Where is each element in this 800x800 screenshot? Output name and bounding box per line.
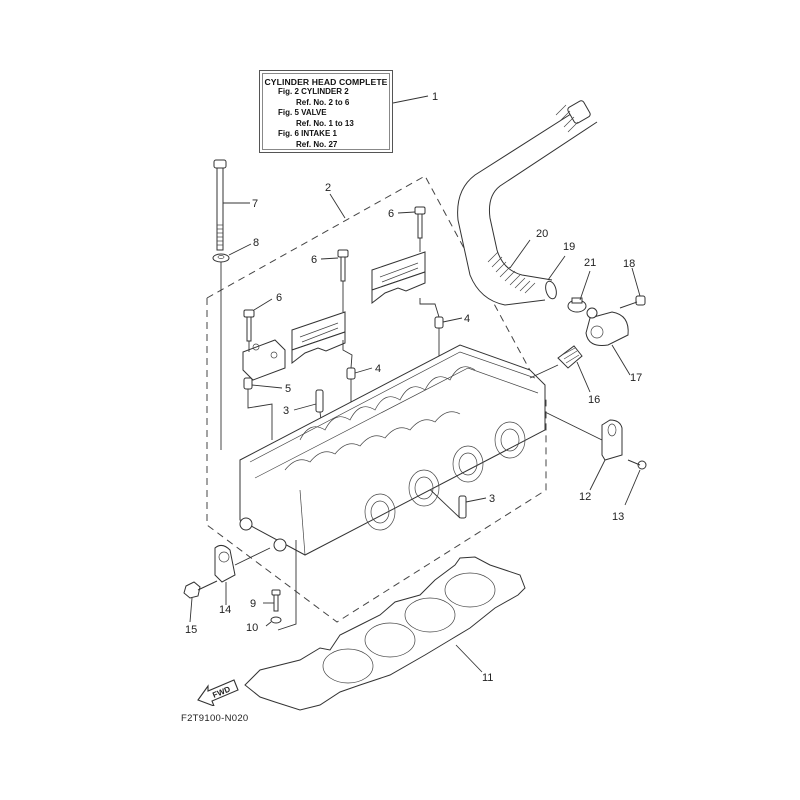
- info-line: Fig. 2 CYLINDER 2: [278, 87, 349, 96]
- washer-10[interactable]: [265, 540, 297, 631]
- thermostat-cover-17[interactable]: [585, 307, 631, 376]
- ref-15: 15: [185, 624, 197, 636]
- bearing-cap-2[interactable]: [291, 311, 346, 365]
- hose-protector-20[interactable]: [487, 104, 579, 294]
- ref-1: 1: [432, 91, 438, 103]
- ref-4a: 4: [464, 313, 470, 325]
- washer-8[interactable]: [212, 243, 252, 450]
- bracket-14[interactable]: [214, 544, 271, 605]
- ref-6b: 6: [311, 254, 317, 266]
- info-line: Fig. 5 VALVE: [278, 108, 327, 117]
- ref-14: 14: [219, 604, 231, 616]
- leader-1: [392, 95, 429, 104]
- ref-3b: 3: [489, 493, 495, 505]
- bearing-cap-1[interactable]: [371, 251, 426, 305]
- info-box: CYLINDER HEAD COMPLETE Fig. 2 CYLINDER 2…: [259, 70, 393, 153]
- ref-3a: 3: [283, 405, 289, 417]
- ref-17: 17: [630, 372, 642, 384]
- dowel-pin-5[interactable]: [243, 377, 283, 440]
- ref-5: 5: [285, 383, 291, 395]
- cylinder-head[interactable]: [239, 344, 546, 556]
- figure-code: F2T9100-N020: [181, 713, 249, 724]
- hose-19[interactable]: [457, 100, 598, 306]
- thermostat-16[interactable]: [529, 345, 591, 393]
- ref-6a: 6: [388, 208, 394, 220]
- dowel-pin-4a[interactable]: [419, 298, 463, 360]
- ref-6c: 6: [276, 292, 282, 304]
- bearing-cap-3[interactable]: [242, 339, 286, 381]
- ref-20: 20: [536, 228, 548, 240]
- ref-18: 18: [623, 258, 635, 270]
- info-box-title: CYLINDER HEAD COMPLETE: [264, 77, 388, 87]
- ref-7: 7: [252, 198, 258, 210]
- ref-10: 10: [246, 622, 258, 634]
- cap-bolt-6b[interactable]: [320, 249, 349, 312]
- ref-12: 12: [579, 491, 591, 503]
- ref-2: 2: [325, 182, 331, 194]
- info-line: Fig. 6 INTAKE 1: [278, 129, 337, 138]
- dowel-pin-4b[interactable]: [342, 340, 373, 410]
- ref-11: 11: [482, 672, 493, 684]
- ref-4b: 4: [375, 363, 381, 375]
- info-line: Ref. No. 2 to 6: [296, 97, 350, 107]
- info-line: Ref. No. 1 to 13: [296, 118, 354, 128]
- cap-bolt-6a[interactable]: [397, 206, 426, 252]
- bolt-15[interactable]: [183, 580, 218, 623]
- ref-16: 16: [588, 394, 600, 406]
- clamp-21[interactable]: [567, 270, 591, 313]
- ref-21: 21: [584, 257, 596, 269]
- bolt-13[interactable]: [624, 459, 647, 506]
- info-line: Ref. No. 27: [296, 139, 338, 149]
- cap-bolt-6c[interactable]: [243, 298, 273, 352]
- ref-9: 9: [250, 598, 256, 610]
- ref-13: 13: [612, 511, 624, 523]
- head-gasket-11[interactable]: [244, 556, 526, 711]
- assembly-outline: [206, 175, 547, 623]
- bolt-18[interactable]: [619, 267, 646, 309]
- cover-plate-12[interactable]: [544, 411, 623, 491]
- bolt-9[interactable]: [263, 589, 281, 612]
- head-bolt-7[interactable]: [213, 159, 250, 251]
- ref-19: 19: [563, 241, 575, 253]
- ref-labels: 1 2 3 3 4 4 5 6 6 6 7 8 9 10 11 12 13 14…: [185, 91, 642, 684]
- ref-8: 8: [253, 237, 259, 249]
- forward-arrow-icon: FWD: [197, 679, 239, 706]
